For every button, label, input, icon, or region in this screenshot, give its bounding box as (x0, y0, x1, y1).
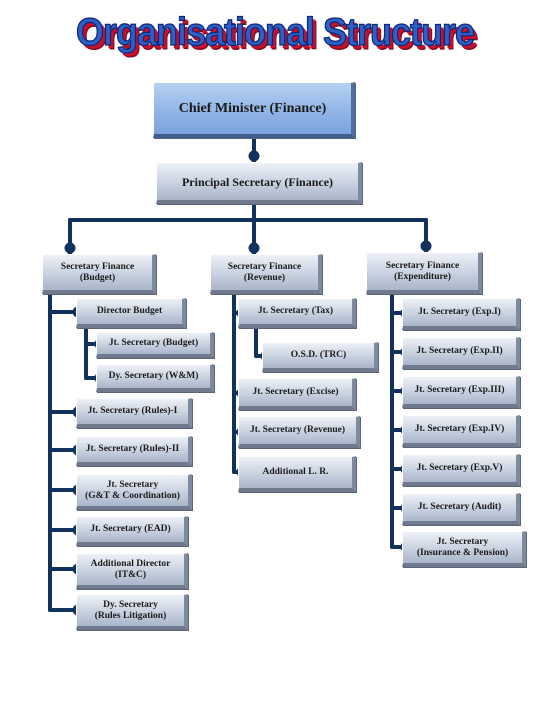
jt-secretary-exp-3-box: Jt. Secretary (Exp.III) (402, 376, 520, 408)
connector-dot-5 (64, 242, 76, 254)
jt-secretary-rules-2-box: Jt. Secretary (Rules)-II (76, 436, 192, 466)
jt-secretary-revenue-label: Jt. Secretary (Revenue) (249, 425, 346, 435)
secretary-revenue-label: Secretary Finance (Revenue) (227, 261, 302, 283)
principal-secretary-label: Principal Secretary (Finance) (181, 174, 334, 189)
additional-director-itc-box: Additional Director (IT&C) (76, 553, 188, 589)
jt-secretary-gt-coordination-box: Jt. Secretary (G&T & Coordination) (76, 474, 192, 510)
jt-secretary-rules-2-label: Jt. Secretary (Rules)-II (85, 444, 180, 454)
secretary-budget-box: Secretary Finance (Budget) (42, 254, 156, 294)
principal-secretary-box: Principal Secretary (Finance) (156, 162, 362, 204)
jt-secretary-exp-2-label: Jt. Secretary (Exp.II) (416, 346, 503, 356)
director-budget-box: Director Budget (76, 298, 186, 328)
connector-dot-7 (248, 242, 260, 254)
jt-secretary-insurance-pension-box: Jt. Secretary (Insurance & Pension) (402, 531, 526, 567)
dy-secretary-wm-box: Dy. Secretary (W&M) (96, 364, 214, 392)
jt-secretary-audit-label: Jt. Secretary (Audit) (417, 502, 502, 512)
jt-secretary-rules-1-label: Jt. Secretary (Rules)-I (87, 406, 178, 416)
jt-secretary-tax-label: Jt. Secretary (Tax) (257, 306, 334, 316)
jt-secretary-exp-2-box: Jt. Secretary (Exp.II) (402, 337, 520, 369)
jt-secretary-exp-5-box: Jt. Secretary (Exp.V) (402, 454, 520, 486)
jt-secretary-exp-5-label: Jt. Secretary (Exp.V) (416, 463, 503, 473)
connector-dot-9 (420, 240, 432, 252)
jt-secretary-ead-box: Jt. Secretary (EAD) (76, 516, 188, 546)
page-title: Organisational Structure (75, 9, 475, 55)
dy-secretary-rules-litigation-box: Dy. Secretary (Rules Litigation) (76, 594, 188, 630)
director-budget-label: Director Budget (96, 306, 163, 316)
secretary-expenditure-label: Secretary Finance (Expenditure) (385, 260, 460, 282)
jt-secretary-excise-label: Jt. Secretary (Excise) (252, 387, 339, 397)
osd-trc-box: O.S.D. (TRC) (262, 342, 378, 372)
jt-secretary-audit-box: Jt. Secretary (Audit) (402, 493, 520, 525)
secretary-budget-label: Secretary Finance (Budget) (60, 261, 135, 283)
jt-secretary-exp-1-label: Jt. Secretary (Exp.I) (418, 307, 501, 317)
chief-minister-label: Chief Minister (Finance) (178, 100, 327, 116)
jt-secretary-budget-box: Jt. Secretary (Budget) (96, 332, 214, 358)
jt-secretary-exp-3-label: Jt. Secretary (Exp.III) (414, 385, 505, 395)
jt-secretary-budget-label: Jt. Secretary (Budget) (108, 338, 199, 348)
additional-lr-box: Additional L. R. (238, 456, 356, 492)
jt-secretary-gt-coordination-label: Jt. Secretary (G&T & Coordination) (85, 479, 180, 501)
jt-secretary-tax-box: Jt. Secretary (Tax) (238, 298, 356, 328)
connector-dot-1 (248, 150, 260, 162)
jt-secretary-ead-label: Jt. Secretary (EAD) (90, 524, 171, 534)
additional-director-itc-label: Additional Director (IT&C) (90, 558, 171, 580)
dy-secretary-wm-label: Dy. Secretary (W&M) (108, 371, 199, 381)
chief-minister-box: Chief Minister (Finance) (153, 82, 355, 138)
jt-secretary-revenue-box: Jt. Secretary (Revenue) (238, 416, 360, 448)
jt-secretary-exp-1-box: Jt. Secretary (Exp.I) (402, 298, 520, 330)
jt-secretary-rules-1-box: Jt. Secretary (Rules)-I (76, 398, 192, 428)
dy-secretary-rules-litigation-label: Dy. Secretary (Rules Litigation) (94, 599, 167, 621)
secretary-revenue-box: Secretary Finance (Revenue) (210, 254, 322, 294)
jt-secretary-excise-box: Jt. Secretary (Excise) (238, 378, 356, 410)
jt-secretary-exp-4-label: Jt. Secretary (Exp.IV) (414, 424, 505, 434)
osd-trc-label: O.S.D. (TRC) (290, 350, 347, 360)
jt-secretary-exp-4-box: Jt. Secretary (Exp.IV) (402, 415, 520, 447)
secretary-expenditure-box: Secretary Finance (Expenditure) (366, 252, 482, 294)
additional-lr-label: Additional L. R. (262, 467, 329, 477)
jt-secretary-insurance-pension-label: Jt. Secretary (Insurance & Pension) (416, 536, 509, 558)
